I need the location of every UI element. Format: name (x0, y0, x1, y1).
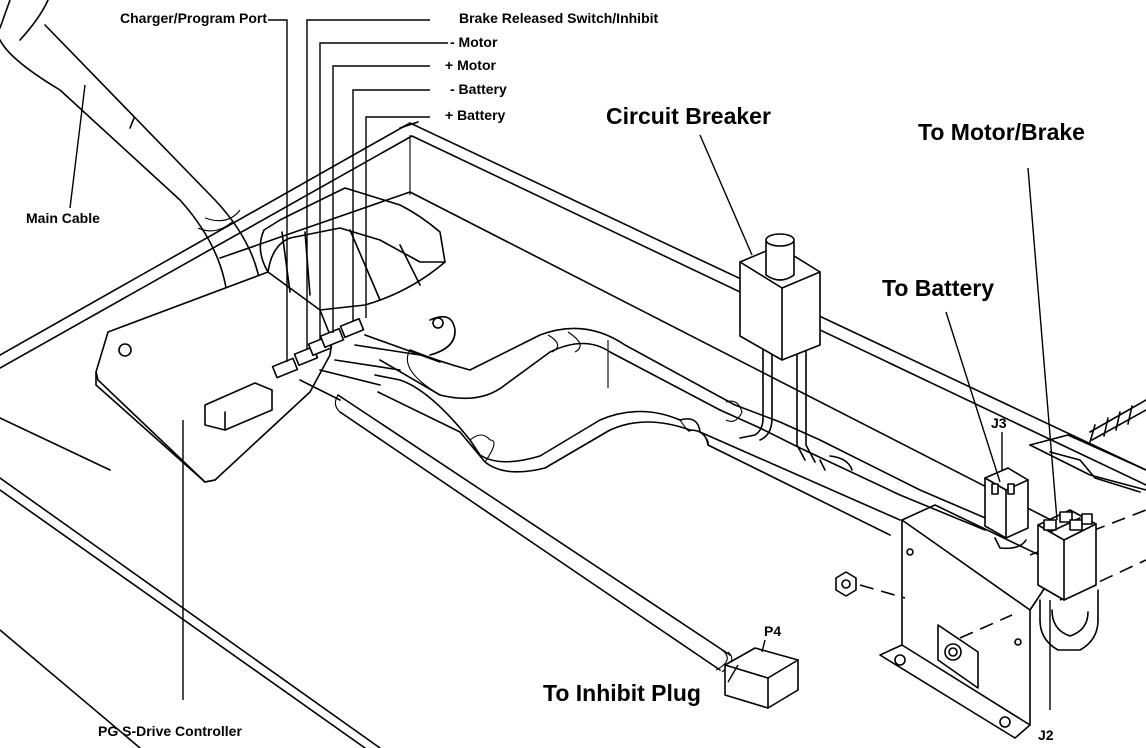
label-controller: PG S-Drive Controller (98, 723, 242, 739)
label-charger-port: Charger/Program Port (120, 10, 268, 26)
p4-plug (724, 647, 799, 709)
label-circuit-breaker: Circuit Breaker (606, 103, 771, 129)
label-j3: J3 (991, 415, 1007, 431)
inhibit-cable (334, 394, 733, 673)
screw (1089, 399, 1146, 443)
controller-connectors (271, 317, 441, 401)
nut-assembly (835, 509, 1146, 639)
circuit-breaker (739, 233, 821, 463)
mounting-bracket (879, 504, 1061, 739)
label-neg-motor: - Motor (450, 34, 498, 50)
j3-connector (984, 467, 1029, 550)
label-pos-battery: + Battery (445, 107, 506, 123)
leader-lines (69, 19, 1058, 710)
label-to-motor-brake: To Motor/Brake (918, 119, 1085, 145)
label-to-inhibit-plug: To Inhibit Plug (543, 680, 701, 706)
label-to-battery: To Battery (882, 275, 995, 301)
label-pos-motor: + Motor (445, 57, 496, 73)
label-p4: P4 (764, 623, 782, 639)
label-neg-battery: - Battery (450, 81, 507, 97)
lower-harness (374, 374, 901, 536)
upper-harness (379, 327, 736, 411)
label-main-cable: Main Cable (26, 210, 100, 226)
controller (95, 187, 456, 483)
j2-connector (1037, 509, 1099, 651)
breaker-harness (719, 400, 991, 531)
plate-piece (1029, 434, 1146, 493)
label-j2: J2 (1038, 727, 1054, 743)
label-brake-switch: Brake Released Switch/Inhibit (459, 10, 659, 26)
